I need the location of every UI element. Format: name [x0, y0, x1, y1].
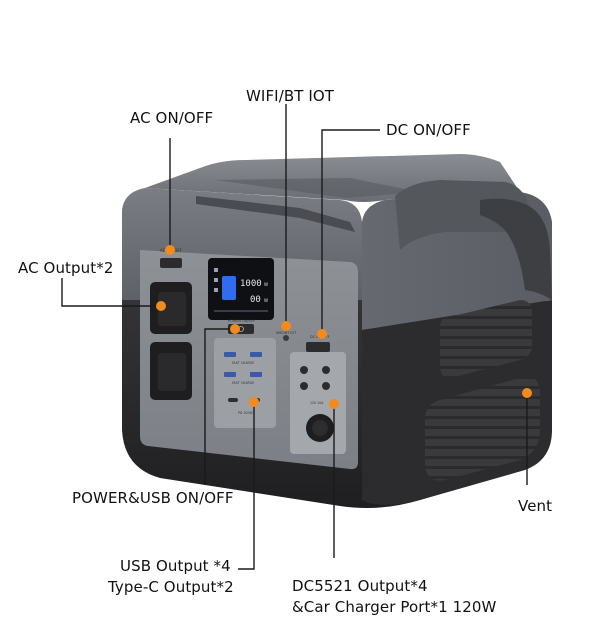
usb-block — [214, 338, 276, 428]
handle-front — [480, 198, 552, 300]
battery-indicator — [222, 276, 236, 300]
leader-ac-output — [61, 278, 160, 307]
callout-power-usb-on-off: POWER&USB ON/OFF — [72, 489, 234, 507]
screen-unit-top: W — [264, 282, 268, 287]
top-groove — [196, 196, 355, 232]
callout-dc5521: DC5521 Output*4 &Car Charger Port*1 120W — [292, 576, 496, 618]
leader-power-usb — [204, 328, 234, 485]
leader-lines — [61, 104, 528, 570]
handle-back — [395, 180, 532, 250]
callout-wifi-bt-iot: WIFI/BT IOT — [246, 87, 335, 105]
callout-dc5521-line1: DC5521 Output*4 — [292, 577, 428, 595]
marker-power-usb — [230, 324, 240, 334]
leader-dc-on-off — [321, 129, 380, 332]
typec-label: PD 100W — [238, 411, 253, 415]
marker-vent — [522, 388, 532, 398]
usb-fast-charge-1: FAST CHARGE — [232, 361, 254, 365]
callout-vent: Vent — [518, 497, 553, 515]
leader-usb-output — [238, 402, 255, 570]
callout-dc-on-off: DC ON/OFF — [386, 121, 471, 139]
callout-markers — [156, 245, 532, 409]
callout-usb-output-line1: USB Output *4 — [120, 557, 231, 575]
usb-fast-charge-2: FAST CHARGE — [232, 381, 254, 385]
car-port-label: 12V 10A — [310, 401, 324, 405]
screen-value-bottom: 00 — [250, 295, 261, 305]
wifi-label: WIFI/BT IOT — [276, 331, 297, 335]
callout-ac-on-off: AC ON/OFF — [130, 109, 214, 127]
side-ribs-lower — [425, 376, 540, 481]
marker-wifi — [281, 321, 291, 331]
screen-value-top: 1000 — [240, 279, 262, 289]
callout-usb-output: USB Output *4 Type-C Output*2 — [108, 556, 234, 598]
marker-usb-output — [249, 397, 259, 407]
screen-unit-bottom: W — [264, 298, 268, 303]
marker-dc-on-off — [317, 329, 327, 339]
power-switch-label: POWER ON/OFF — [228, 319, 255, 323]
top-groove-shadow — [215, 178, 420, 198]
callout-typec-output-line2: Type-C Output*2 — [108, 578, 234, 596]
lcd-screen — [208, 258, 274, 320]
ac-switch-button — [160, 258, 182, 268]
marker-ac-on-off — [165, 245, 175, 255]
marker-ac-output — [156, 301, 166, 311]
side-ribs-upper — [440, 300, 532, 378]
wifi-indicator — [283, 335, 289, 341]
marker-dc5521 — [329, 399, 339, 409]
callout-dc5521-line2: &Car Charger Port*1 120W — [292, 598, 497, 616]
callout-ac-output: AC Output*2 — [18, 259, 114, 277]
dc-switch-button — [306, 342, 330, 352]
